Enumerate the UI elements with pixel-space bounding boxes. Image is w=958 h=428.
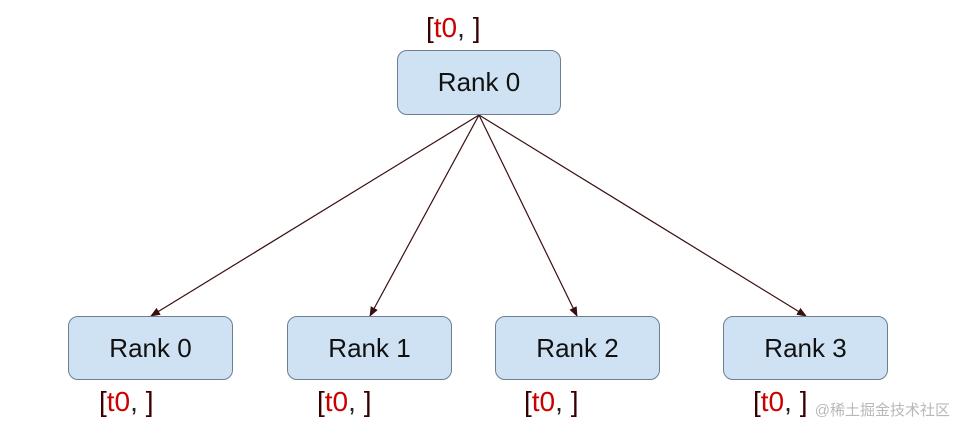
buffer-close: ] [570,386,579,417]
root-buffer-close: ] [472,12,481,43]
buffer-tensor: t0 [531,386,556,417]
child-node-label: Rank 1 [328,332,411,363]
child-buffer-rank-3: [t0, ] [753,388,807,416]
arrow-root-to-rank-2 [478,114,578,317]
child-node-rank-3: Rank 3 [723,316,888,380]
buffer-sep: , [348,386,364,417]
buffer-close: ] [145,386,154,417]
child-node-rank-2: Rank 2 [495,316,660,380]
buffer-sep: , [784,386,800,417]
buffer-open: [ [524,386,532,417]
child-node-label: Rank 3 [764,332,847,363]
buffer-tensor: t0 [106,386,131,417]
child-buffer-rank-1: [t0, ] [317,388,371,416]
buffer-close: ] [799,386,808,417]
buffer-sep: , [130,386,146,417]
child-buffer-rank-2: [t0, ] [524,388,578,416]
child-node-label: Rank 2 [536,332,619,363]
buffer-tensor: t0 [760,386,785,417]
buffer-open: [ [99,386,107,417]
buffer-tensor: t0 [324,386,349,417]
root-node-label: Rank 0 [437,67,521,97]
root-buffer: [t0, ] [426,14,480,42]
buffer-open: [ [753,386,761,417]
root-buffer-open: [ [426,12,434,43]
child-node-rank-0: Rank 0 [68,316,233,380]
child-buffer-rank-0: [t0, ] [99,388,153,416]
child-node-rank-1: Rank 1 [287,316,452,380]
buffer-close: ] [363,386,372,417]
arrow-root-to-rank-0 [150,114,480,317]
buffer-open: [ [317,386,325,417]
root-buffer-tensor: t0 [433,12,458,43]
root-node: Rank 0 [397,50,561,115]
arrow-root-to-rank-3 [478,114,807,317]
arrow-root-to-rank-1 [369,114,480,317]
root-buffer-sep: , [457,12,473,43]
buffer-sep: , [555,386,571,417]
child-node-label: Rank 0 [109,332,192,363]
watermark-text: @稀土掘金技术社区 [814,402,950,419]
